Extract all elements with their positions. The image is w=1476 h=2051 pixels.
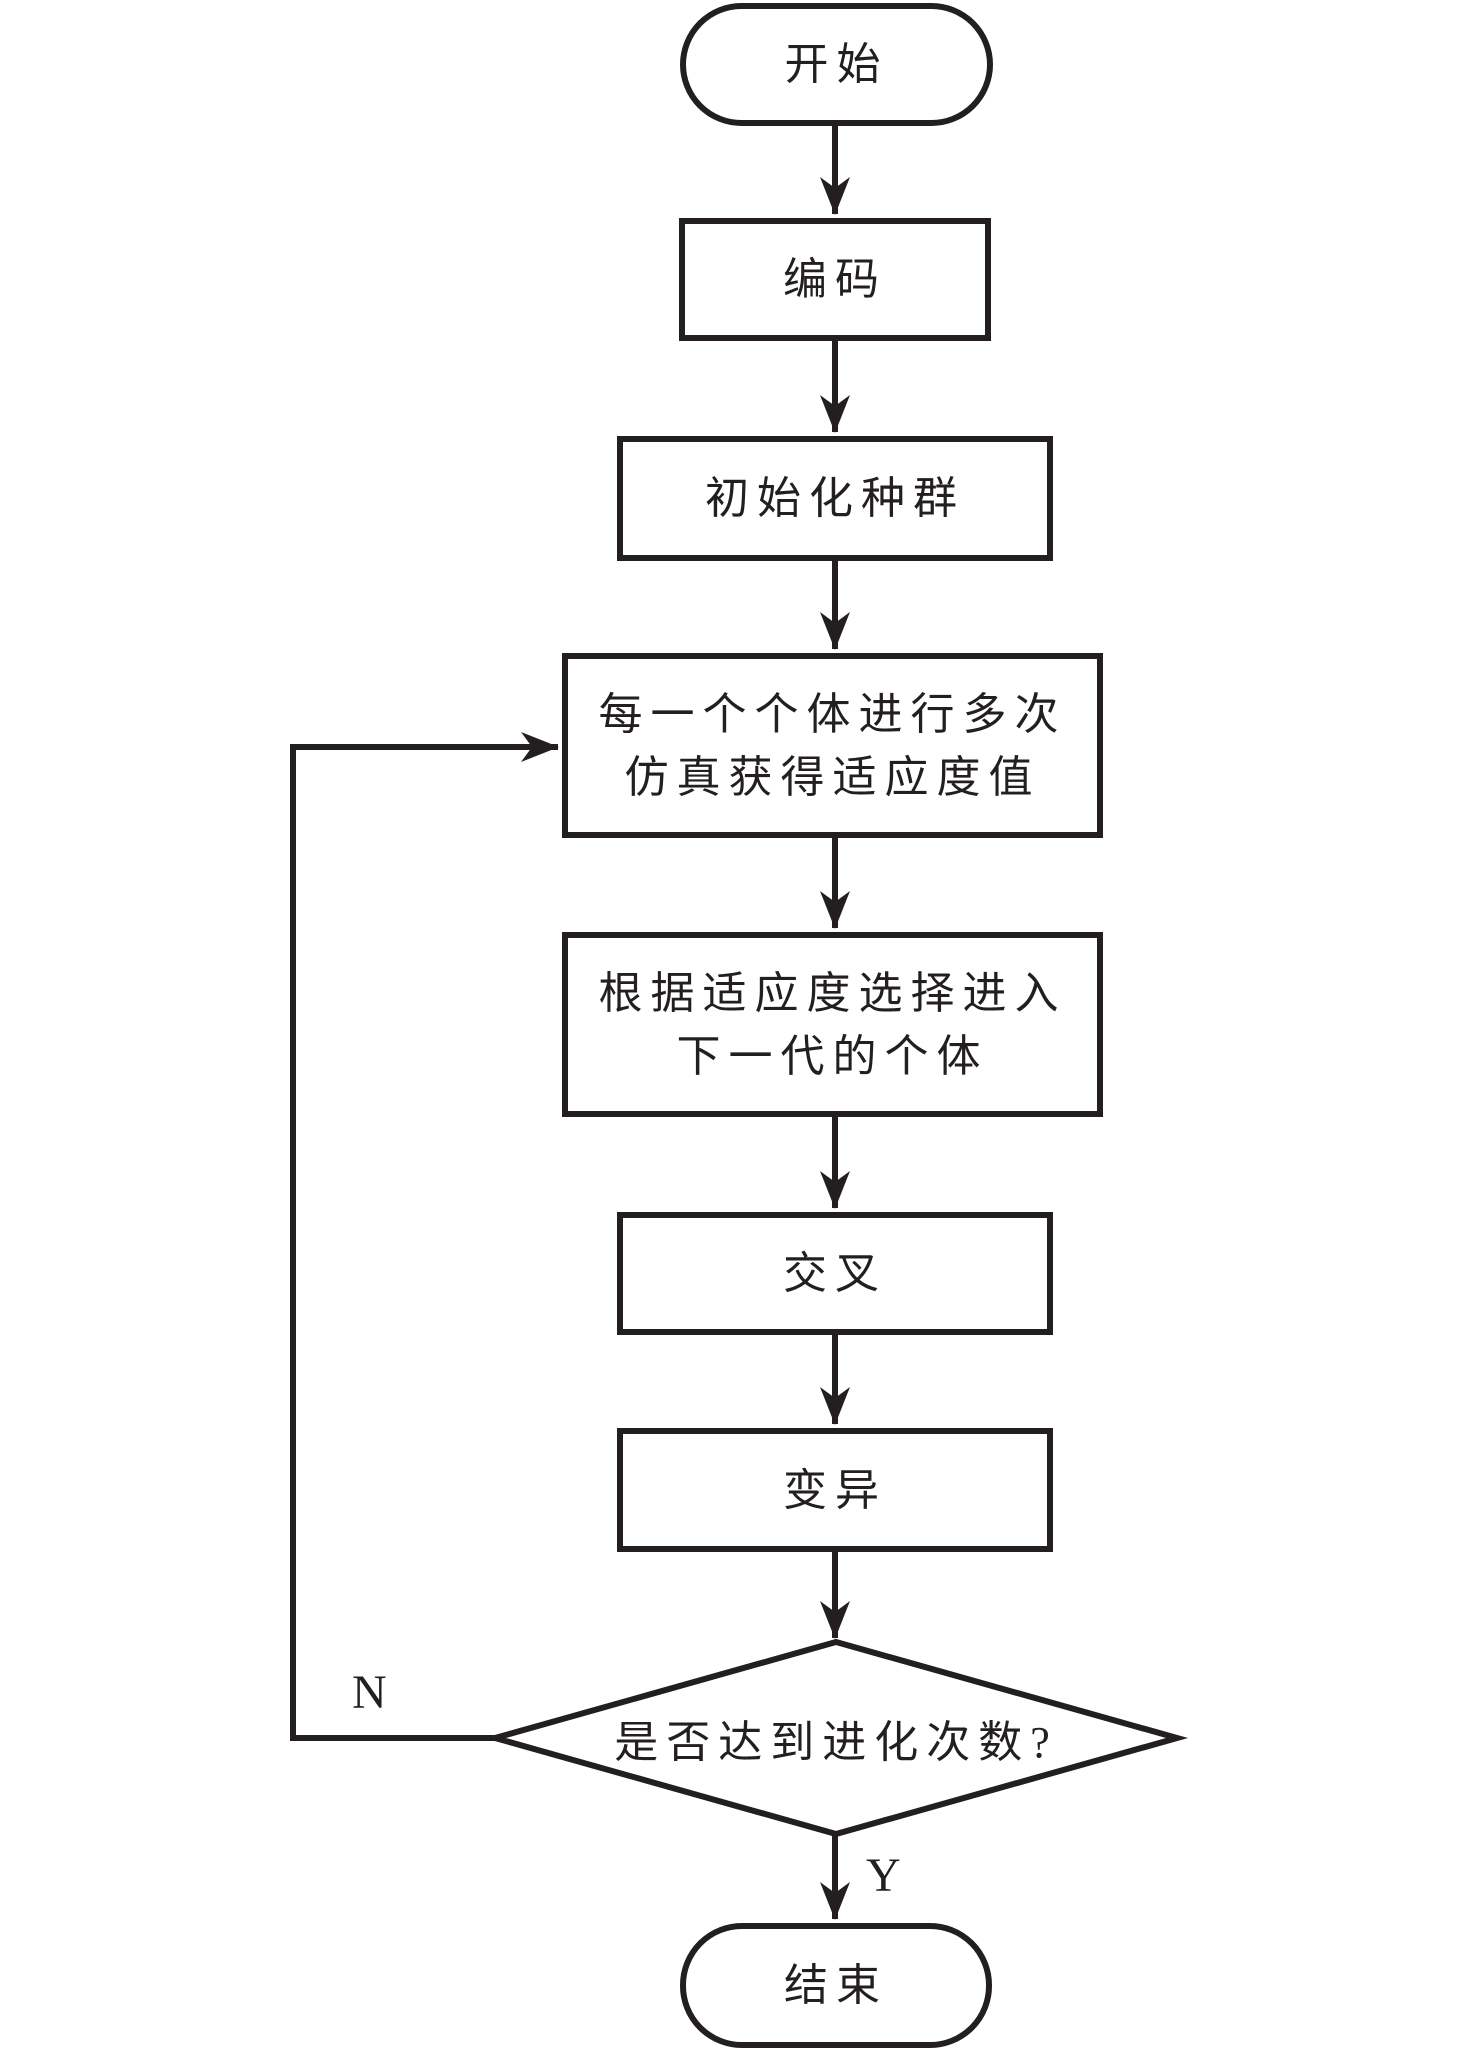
encode-label: 编码 xyxy=(783,255,887,304)
selection-label-line1: 根据适应度选择进入 xyxy=(598,968,1067,1018)
mutation-process: 变异 xyxy=(617,1428,1053,1552)
end-label: 结束 xyxy=(784,1961,888,2010)
end-terminator: 结束 xyxy=(680,1923,992,2048)
fitness-evaluation-label-line1: 每一个个体进行多次 xyxy=(598,689,1067,739)
mutation-label: 变异 xyxy=(783,1465,887,1515)
fitness-evaluation-process: 每一个个体进行多次 仿真获得适应度值 xyxy=(562,653,1103,838)
yes-branch-label: Y xyxy=(866,1849,901,1902)
init-population-label: 初始化种群 xyxy=(705,474,965,523)
fitness-evaluation-label-line2: 仿真获得适应度值 xyxy=(624,752,1041,802)
no-branch-label: N xyxy=(352,1666,387,1719)
encode-process: 编码 xyxy=(679,218,991,341)
init-population-process: 初始化种群 xyxy=(617,436,1053,561)
crossover-process: 交叉 xyxy=(617,1212,1053,1335)
arrow-decision-loop-to-fitness xyxy=(290,732,559,1741)
decision-label: 是否达到进化次数? xyxy=(614,1718,1058,1767)
decision-diamond-shape xyxy=(483,1638,1189,1838)
crossover-label: 交叉 xyxy=(783,1249,887,1298)
start-label: 开始 xyxy=(784,40,889,89)
selection-process: 根据适应度选择进入 下一代的个体 xyxy=(562,932,1103,1117)
start-terminator: 开始 xyxy=(680,3,993,126)
selection-label-line2: 下一代的个体 xyxy=(676,1031,989,1081)
